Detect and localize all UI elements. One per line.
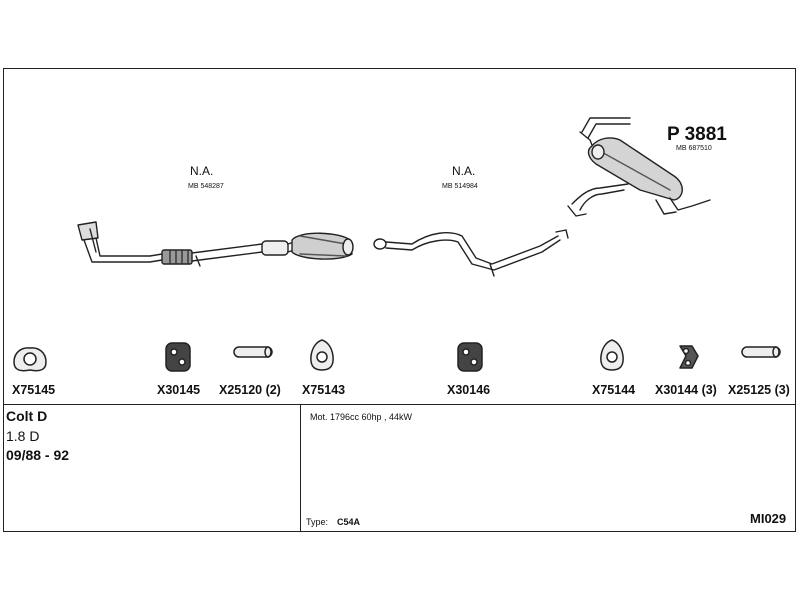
intermediate-pipe-label: N.A. <box>452 164 476 178</box>
gasket-icon <box>13 347 47 372</box>
type-value: C54A <box>337 517 361 527</box>
intermediate-pipe-part-number: MB 514984 <box>442 183 478 190</box>
type-label: Type: <box>306 517 329 527</box>
gasket-icon <box>310 339 334 371</box>
rear-silencer <box>567 117 711 217</box>
diagram-frame <box>3 68 796 532</box>
component-code: X25125 (3) <box>728 383 790 397</box>
component-code: X75143 <box>302 383 346 397</box>
rubber-hanger-icon <box>457 342 483 372</box>
front-pipe-label: N.A. <box>190 164 214 178</box>
component-code: X25120 (2) <box>219 383 281 397</box>
rubber-hanger-icon <box>165 342 191 372</box>
component-code: X30146 <box>447 383 491 397</box>
front-pipe-section <box>77 221 354 267</box>
pipe-sleeve-icon <box>233 346 273 358</box>
pipe-sleeve-icon <box>741 346 781 358</box>
component-code: X30145 <box>157 383 201 397</box>
vehicle-engine: 1.8 D <box>6 428 40 444</box>
intermediate-pipe-section <box>373 229 569 277</box>
rear-silencer-part-number: MB 687510 <box>676 145 712 152</box>
component-code: X30144 (3) <box>655 383 717 397</box>
diagram-code: MI029 <box>750 511 787 526</box>
gasket-icon <box>600 339 624 371</box>
rear-silencer-code: P 3881 <box>667 124 727 145</box>
component-code: X75144 <box>592 383 636 397</box>
vehicle-years: 09/88 - 92 <box>6 447 70 463</box>
component-code: X75145 <box>12 383 56 397</box>
divider-vertical <box>300 404 301 532</box>
rubber-mount-icon <box>679 345 699 369</box>
front-pipe-part-number: MB 548287 <box>188 183 224 190</box>
motor-spec: Mot. 1796cc 60hp , 44kW <box>310 412 413 422</box>
vehicle-model: Colt D <box>6 408 48 424</box>
divider-horizontal <box>3 404 796 405</box>
